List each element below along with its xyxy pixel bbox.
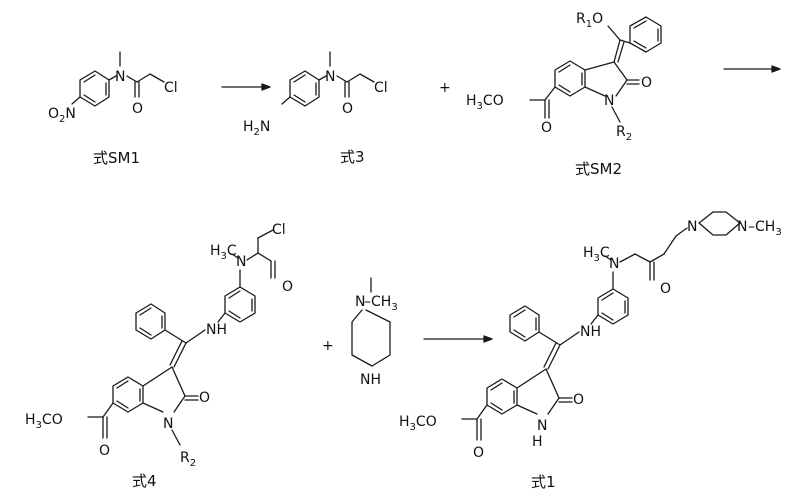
compound-1: N N –CH3 H3C N O NH (399, 211, 782, 491)
reaction-arrow-3 (423, 335, 493, 343)
compound-4: H3C N O Cl NH (25, 222, 293, 490)
c1-h3c-label: H3C (583, 245, 610, 264)
c1-pip-n2: N (737, 219, 747, 235)
c1-pip-methyl: –CH3 (748, 219, 782, 238)
c4-ring-n: N (163, 416, 173, 432)
sm2-n-atom: N (604, 93, 614, 109)
compound-sm1: N O Cl O2N 式SM1 (48, 51, 178, 167)
sm2-ester-o: O (541, 120, 552, 136)
c1-ring-n: N (537, 418, 547, 434)
c1-ring-h: H (532, 434, 543, 450)
c4-n-atom: N (236, 254, 246, 270)
c4-h3coc-label: H3CO (25, 412, 63, 431)
sm2-o-atom: O (641, 75, 652, 91)
sm1-n-atom: N (115, 69, 125, 85)
c4-ketone-o: O (199, 390, 210, 406)
c4-ester-o: O (99, 443, 110, 459)
reaction-arrow-2 (723, 65, 781, 73)
sm1-o-atom: O (132, 101, 143, 117)
c1-pip-n1: N (687, 219, 697, 235)
c1-n-atom: N (609, 256, 619, 272)
c1-amide-o: O (660, 281, 671, 297)
c1-h3coc-label: H3CO (399, 414, 437, 433)
c4-r2-label: R2 (180, 450, 196, 469)
pip-methyl-label: –CH3 (364, 294, 398, 313)
sm2-h3coc-label: H3CO (466, 93, 504, 112)
c4-cl-atom: Cl (272, 222, 286, 238)
c3-h2n-label: H2N (243, 119, 270, 138)
sm2-caption: 式SM2 (575, 160, 622, 178)
c1-nh-label: NH (580, 324, 601, 340)
c3-cl-atom: Cl (374, 80, 388, 96)
c1-ketone-o: O (573, 392, 584, 408)
c3-n-atom: N (325, 69, 335, 85)
c4-caption: 式4 (132, 472, 157, 490)
compound-sm2: R1O O N R2 O H3CO 式SM2 (466, 11, 662, 178)
c4-nh-label: NH (206, 322, 227, 338)
c4-h3c-label: H3C (210, 243, 237, 262)
sm1-caption: 式SM1 (93, 149, 140, 167)
sm2-r2-label: R2 (616, 124, 632, 143)
c3-o-atom: O (342, 101, 353, 117)
compound-3: N O Cl H2N 式3 (243, 51, 388, 166)
plus-sign-2: + (322, 338, 334, 354)
c1-caption: 式1 (531, 473, 556, 491)
plus-sign-1: + (439, 80, 451, 96)
sm1-o2n-label: O2N (48, 106, 76, 125)
sm2-r1o-label: R1O (576, 11, 603, 30)
sm1-cl-atom: Cl (164, 80, 178, 96)
pip-nh-label: NH (360, 372, 381, 388)
c1-ester-o: O (473, 445, 484, 461)
c3-caption: 式3 (340, 148, 365, 166)
reaction-arrow-1 (221, 83, 271, 91)
pip-n-label: N (355, 294, 365, 310)
c4-o-atom: O (282, 279, 293, 295)
compound-methylpiperazine: N –CH3 NH (351, 277, 398, 388)
